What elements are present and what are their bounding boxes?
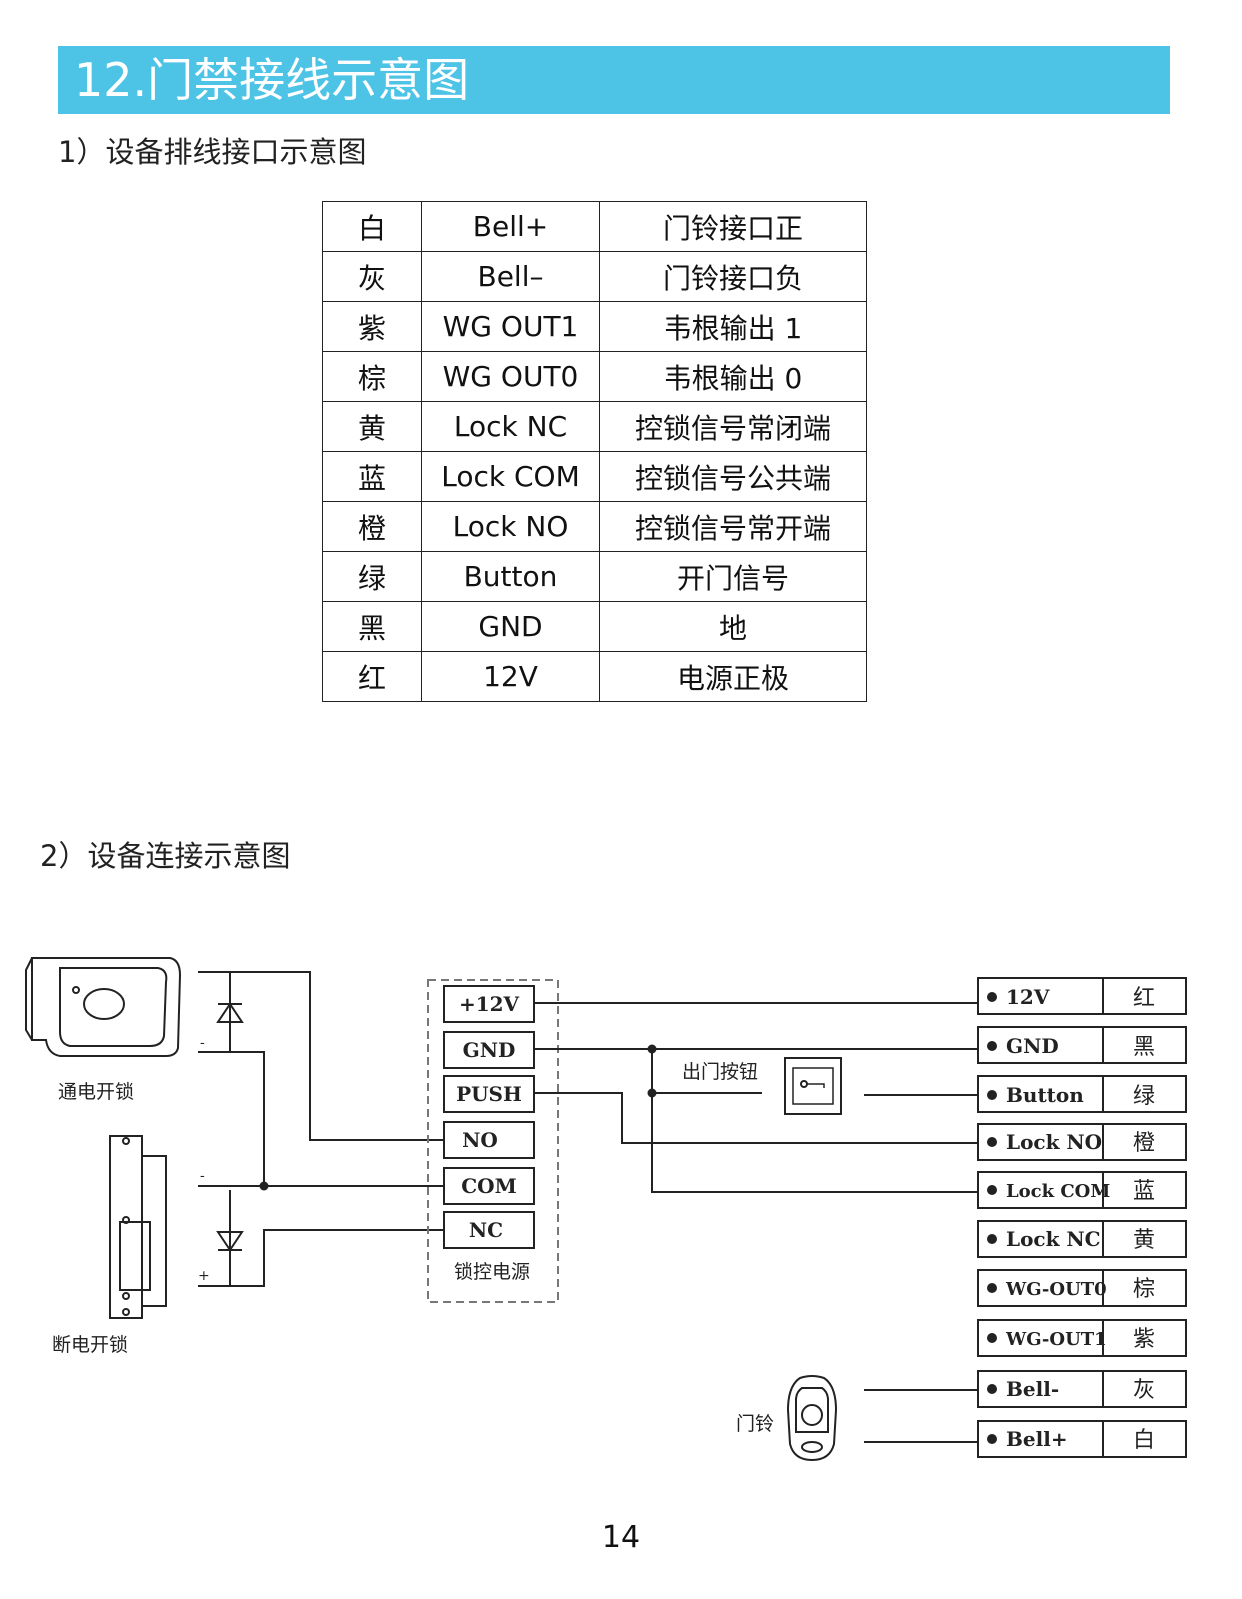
doorbell-icon [786, 1375, 838, 1462]
section1-title: 1）设备排线接口示意图 [58, 135, 367, 169]
wire-signal-cell: Bell– [421, 251, 600, 302]
wire-color-cell: 白 [322, 201, 422, 252]
terminal-color: 棕 [1133, 1277, 1155, 1302]
wire-desc-cell: 门铃接口正 [599, 201, 867, 252]
wire-desc-cell: 控锁信号公共端 [599, 451, 867, 502]
wire-color-cell: 橙 [322, 501, 422, 552]
supply-terminal-nc: NC [469, 1218, 503, 1242]
wire-desc-cell: 地 [599, 601, 867, 652]
power-on-lock-icon [25, 957, 182, 1057]
terminal-signal: WG-OUT1 [1005, 1329, 1107, 1350]
doorbell-label: 门铃 [736, 1413, 774, 1435]
terminal-signal: Button [1006, 1083, 1084, 1107]
wire-desc-cell: 门铃接口负 [599, 251, 867, 302]
terminal-color: 黑 [1133, 1035, 1155, 1060]
wire-signal-cell: WG OUT1 [421, 301, 600, 352]
wire-color-cell: 红 [322, 651, 422, 702]
supply-terminal-12v: +12V [459, 992, 520, 1016]
wire-signal-cell: Button [421, 551, 600, 602]
wire-color-cell: 棕 [322, 351, 422, 402]
terminal-color: 绿 [1133, 1084, 1155, 1109]
minus-bottom-label: - [200, 1168, 205, 1184]
power-on-lock-label: 通电开锁 [58, 1081, 134, 1103]
wire-signal-cell: Lock NO [421, 501, 600, 552]
wire-color-cell: 黑 [322, 601, 422, 652]
exit-button-label: 出门按钮 [682, 1061, 758, 1083]
supply-label: 锁控电源 [454, 1261, 530, 1283]
wire-color-cell: 绿 [322, 551, 422, 602]
terminal-color: 灰 [1133, 1378, 1155, 1403]
wire-desc-cell: 电源正极 [599, 651, 867, 702]
power-off-lock-label: 断电开锁 [52, 1334, 128, 1356]
wire-desc-cell: 开门信号 [599, 551, 867, 602]
terminal-signal: Bell+ [1006, 1427, 1068, 1451]
terminal-signal: Lock COM [1006, 1181, 1110, 1202]
wire-color-cell: 紫 [322, 301, 422, 352]
power-off-lock-icon [109, 1135, 167, 1319]
wire-signal-cell: WG OUT0 [421, 351, 600, 402]
terminal-signal: Lock NC [1006, 1227, 1101, 1251]
terminal-color: 黄 [1133, 1228, 1155, 1253]
wire-color-cell: 黄 [322, 401, 422, 452]
wire-signal-cell: Bell+ [421, 201, 600, 252]
supply-terminal-gnd: GND [463, 1038, 516, 1062]
wire-signal-cell: Lock NC [421, 401, 600, 452]
page-number: 14 [601, 1520, 641, 1555]
terminal-signal: WG-OUT0 [1005, 1279, 1107, 1300]
wire-desc-cell: 韦根输出 1 [599, 301, 867, 352]
wire-signal-cell: Lock COM [421, 451, 600, 502]
wire-desc-cell: 韦根输出 0 [599, 351, 867, 402]
section-title-bar: 12.门禁接线示意图 [58, 46, 1170, 114]
terminal-signal: GND [1006, 1034, 1059, 1058]
wire-signal-cell: 12V [421, 651, 600, 702]
terminal-color: 白 [1133, 1428, 1155, 1453]
terminal-color: 紫 [1133, 1327, 1155, 1352]
terminal-color: 蓝 [1133, 1179, 1155, 1204]
wiring-diagram: 通电开锁 断电开锁 - - + 锁控电源 出门按钮 门铃 +12V GND PU… [25, 957, 1187, 1462]
supply-terminal-push: PUSH [456, 1082, 522, 1106]
terminal-signal: Lock NO [1006, 1130, 1102, 1154]
wire-color-cell: 灰 [322, 251, 422, 302]
section2-title: 2）设备连接示意图 [40, 839, 291, 873]
wire-desc-cell: 控锁信号常闭端 [599, 401, 867, 452]
wire-desc-cell: 控锁信号常开端 [599, 501, 867, 552]
wire-color-cell: 蓝 [322, 451, 422, 502]
plus-bottom-label: + [198, 1268, 210, 1284]
supply-terminal-no: NO [462, 1128, 498, 1152]
terminal-color: 橙 [1133, 1131, 1155, 1156]
page-title: 12.门禁接线示意图 [74, 53, 470, 107]
terminal-color: 红 [1133, 986, 1155, 1011]
minus-top-label: - [200, 1035, 205, 1051]
wire-signal-cell: GND [421, 601, 600, 652]
terminal-signal: Bell- [1006, 1377, 1059, 1401]
supply-terminal-com: COM [461, 1174, 516, 1198]
exit-button-icon [784, 1057, 842, 1115]
terminal-signal: 12V [1006, 985, 1050, 1009]
